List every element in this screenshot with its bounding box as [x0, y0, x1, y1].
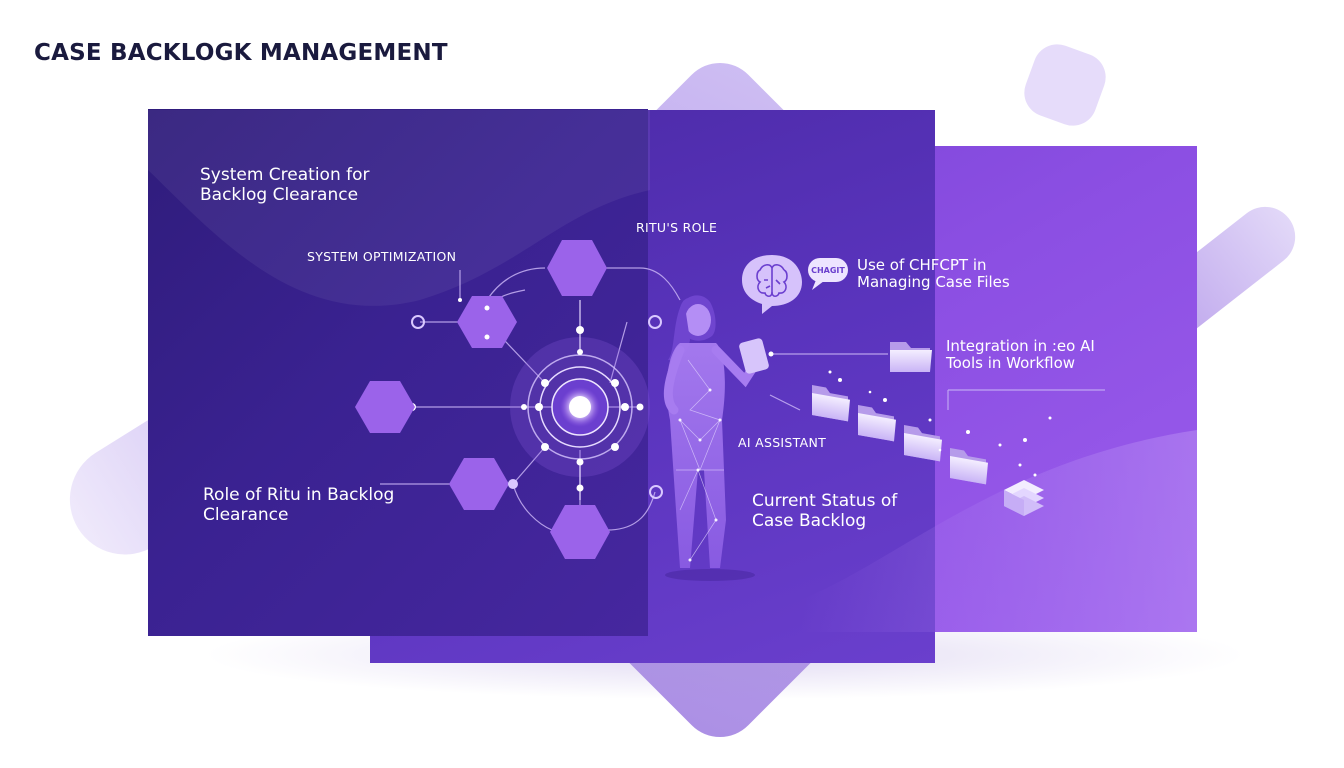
label-ai-assistant: AI ASSISTANT [738, 435, 827, 450]
hexagon-nodes [355, 240, 610, 559]
folder-icon [812, 385, 850, 422]
label-system-creation: System Creation for Backlog Clearance [200, 165, 370, 205]
hexagon-lower-left [449, 458, 509, 510]
network-hub-icon [408, 300, 650, 500]
hexagon-dots [458, 298, 518, 489]
folder-icon [858, 405, 896, 442]
chat-badge-label: CHAGIT [811, 266, 845, 275]
folder-icon [904, 425, 942, 462]
document-stack-icon [1004, 480, 1044, 516]
ring-nodes [411, 315, 663, 499]
label-system-optimization: SYSTEM OPTIMIZATION [307, 249, 457, 264]
hexagon-top [547, 240, 607, 296]
hexagon-bottom [550, 505, 610, 559]
folder-icons [812, 342, 988, 485]
sparkle-dots [828, 370, 1052, 477]
label-current-status: Current Status of Case Backlog [752, 491, 898, 531]
label-role-of-ritu: Role of Ritu in Backlog Clearance [203, 485, 395, 525]
label-chatgpt-use: Use of CHFCPT in Managing Case Files [857, 256, 1010, 292]
decorative-waves [148, 110, 1197, 632]
person-figure [663, 295, 774, 581]
hexagon-left [355, 381, 415, 433]
label-ritus-role: RITU'S ROLE [636, 220, 718, 235]
page-title: CASE BACKLOGK MANAGEMENT [34, 40, 448, 66]
label-integration: Integration in :eo AI Tools in Workflow [946, 337, 1095, 373]
hexagon-upper-left [457, 296, 517, 348]
folder-icon [950, 448, 988, 485]
chat-bubble-icon: CHAGIT [808, 258, 848, 290]
brain-icon [742, 255, 802, 314]
folder-icon [890, 342, 932, 372]
